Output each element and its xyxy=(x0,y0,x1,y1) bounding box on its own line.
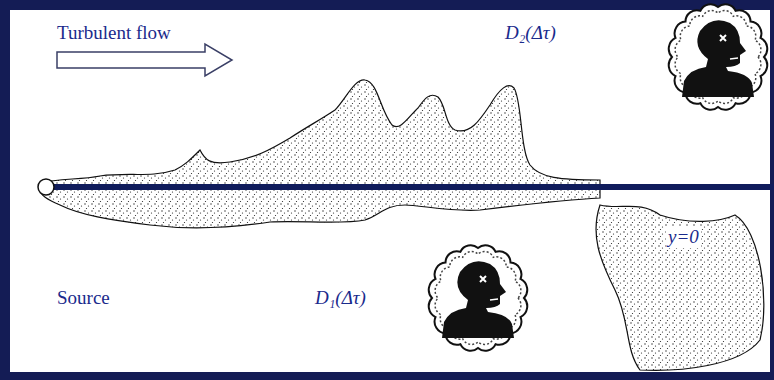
observer-icon xyxy=(669,4,767,110)
plume-region xyxy=(40,80,600,228)
observer-icon xyxy=(429,245,527,351)
slide-panel xyxy=(10,10,770,372)
axis-label: y=0 xyxy=(666,226,701,248)
flow-arrow xyxy=(57,44,232,76)
dosage-label: D₁(Δτ) xyxy=(315,287,366,309)
source-circle xyxy=(38,179,54,195)
flow-label: Turbulent flow xyxy=(57,22,171,44)
plume-patch xyxy=(596,205,764,370)
axis-line xyxy=(48,184,774,190)
dosage-label: D₂(Δτ) xyxy=(505,22,556,44)
source-label: Source xyxy=(57,287,110,309)
